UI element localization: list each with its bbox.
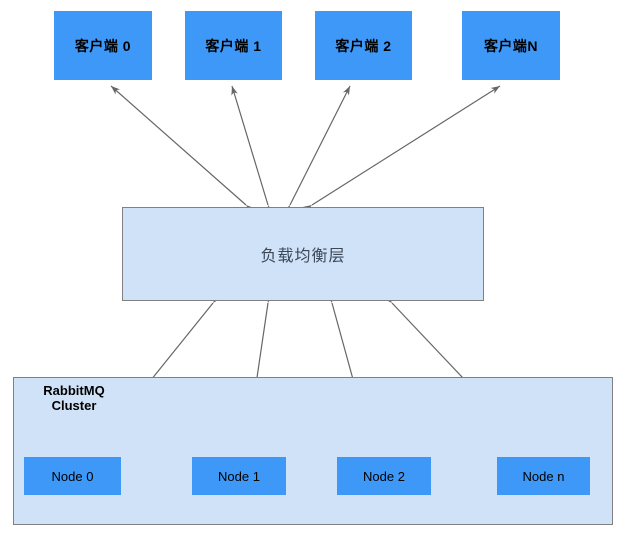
lb-to-client-2 <box>282 85 351 215</box>
cluster-node-box-label: Node 2 <box>363 468 405 484</box>
client-box-label: 客户端 0 <box>74 37 132 54</box>
cluster-node-box-2: Node 2 <box>337 457 431 495</box>
client-connectors <box>110 85 501 215</box>
cluster-node-box-3: Node n <box>497 457 590 495</box>
lb-to-client-n <box>302 85 501 213</box>
client-box-label: 客户端N <box>483 37 539 54</box>
client-box-1: 客户端 1 <box>185 11 282 80</box>
client-box-0: 客户端 0 <box>54 11 152 80</box>
client-box-3: 客户端N <box>462 11 560 80</box>
client-box-2: 客户端 2 <box>315 11 412 80</box>
client-box-label: 客户端 1 <box>205 37 262 54</box>
cluster-label-line-2: Cluster <box>51 398 97 413</box>
cluster-node-box-label: Node n <box>522 468 565 484</box>
cluster-label-line-1: RabbitMQ <box>43 383 105 398</box>
lb-to-client-1 <box>231 85 274 215</box>
load-balancer-label: 负载均衡层 <box>260 248 346 265</box>
load-balancer-box: 负载均衡层 <box>122 207 484 301</box>
rabbitmq-cluster-label: RabbitMQ Cluster <box>28 383 120 413</box>
cluster-node-box-1: Node 1 <box>192 457 286 495</box>
cluster-node-box-label: Node 1 <box>218 468 260 484</box>
client-box-label: 客户端 2 <box>335 37 392 54</box>
cluster-node-box-label: Node 0 <box>51 468 94 484</box>
cluster-node-box-0: Node 0 <box>24 457 121 495</box>
lb-to-client-0 <box>110 85 255 214</box>
